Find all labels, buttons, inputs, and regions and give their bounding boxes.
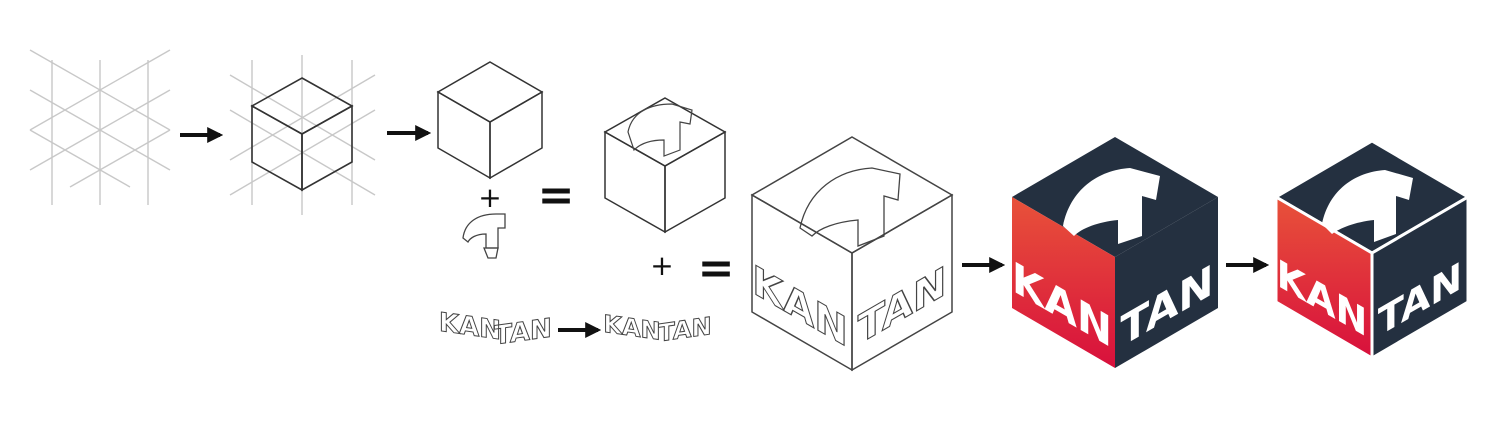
wordmark-left-outline: KAN: [439, 308, 501, 347]
plain-cube: [436, 61, 544, 180]
outline-logo-cube: KAN TAN: [750, 136, 954, 372]
wordmark-right-outline: TAN: [494, 314, 552, 352]
wordmark-right-figures: TAN: [658, 312, 711, 347]
cube-with-hammer: [603, 97, 727, 234]
isometric-grid: [29, 49, 171, 205]
final-logo-cube: KAN TAN: [1273, 139, 1471, 361]
equals-sign: =: [538, 170, 575, 221]
wordmark-left-figures: KAN: [603, 310, 660, 346]
hammer-icon: [1063, 168, 1160, 244]
cube-on-grid: [229, 55, 376, 215]
hammer-icon: [799, 167, 901, 247]
colored-logo-cube: KAN TAN: [1012, 137, 1218, 368]
equals-sign: =: [698, 243, 735, 294]
hammer-icon: [627, 103, 693, 157]
hammer-icon: [462, 213, 506, 259]
plus-sign: +: [478, 181, 501, 214]
wordmark-outline: KAN TAN: [439, 307, 553, 352]
hammer-icon: [1322, 170, 1413, 242]
plus-sign: +: [650, 249, 673, 282]
cube-face-left-word: KAN: [752, 256, 847, 357]
wordmark-figures-outline: KAN TAN: [603, 309, 712, 348]
